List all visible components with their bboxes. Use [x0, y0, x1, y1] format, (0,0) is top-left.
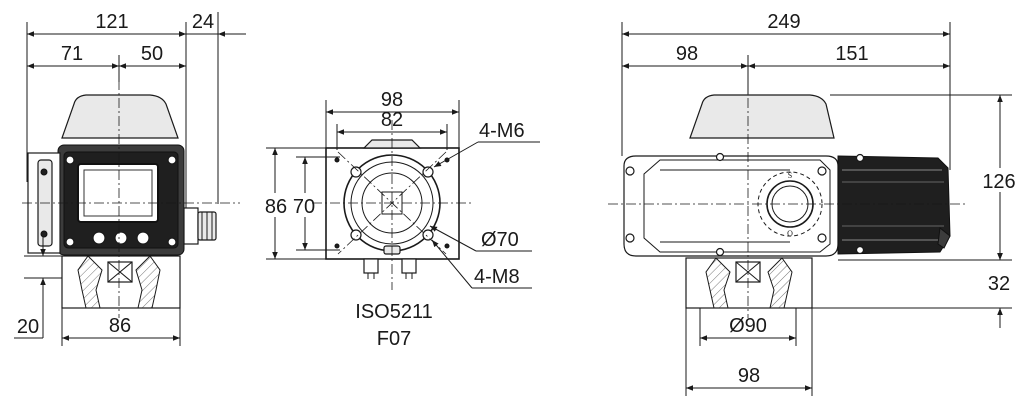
front-cable-gland: [183, 207, 217, 245]
dim-front-base-width: 86: [109, 315, 131, 337]
flange-view: 98 82 86 70: [262, 89, 540, 350]
dim-flange-height-outer: 86: [265, 196, 287, 218]
flange-bottom-ports: [363, 258, 417, 279]
side-motor-housing: [837, 153, 951, 255]
side-view: 249 98 151 S O: [608, 11, 1020, 396]
flange-hole-br: [422, 229, 434, 241]
dim-side-total-length: 249: [767, 11, 800, 33]
front-knob-3: [136, 231, 150, 245]
caption-standard: ISO5211: [355, 301, 432, 323]
side-top-cover: [689, 94, 835, 139]
dim-side-left-part: 98: [676, 43, 698, 65]
side-base: [685, 257, 813, 309]
dim-flange-outer-square: 98: [381, 89, 403, 111]
dim-front-base-height: 20: [17, 316, 39, 338]
side-main-body: [623, 155, 839, 257]
front-base: [61, 255, 181, 309]
dim-side-base-width: 98: [738, 365, 760, 387]
dim-side-base-height: 32: [988, 273, 1010, 295]
dim-front-total-width: 121: [95, 11, 128, 33]
label-flange-top-holes: 4-M6: [479, 120, 525, 142]
front-knob-1: [92, 231, 106, 245]
caption-flange-type: F07: [377, 328, 411, 350]
indicator-mark-top: S: [788, 171, 792, 180]
dim-flange-height-inner: 70: [293, 196, 315, 218]
dim-side-height: 126: [982, 171, 1015, 193]
front-view: 121 24 71 50: [14, 11, 246, 346]
label-flange-bolt-circle: Ø70: [481, 229, 519, 251]
dim-front-cable-gland: 24: [192, 11, 214, 33]
dim-side-base-diameter: Ø90: [729, 315, 767, 337]
front-knob-2: [114, 231, 128, 245]
flange-hole-bl: [350, 229, 362, 241]
flange-hole-tr: [422, 166, 434, 178]
indicator-mark-bottom: O: [787, 229, 793, 238]
label-flange-bottom-holes: 4-M8: [474, 266, 520, 288]
front-top-cover: [61, 94, 179, 139]
dim-front-right-part: 50: [141, 43, 163, 65]
flange-hole-tl: [350, 166, 362, 178]
dim-side-right-part: 151: [835, 43, 868, 65]
dim-front-left-part: 71: [61, 43, 83, 65]
front-display-window: [77, 163, 159, 223]
